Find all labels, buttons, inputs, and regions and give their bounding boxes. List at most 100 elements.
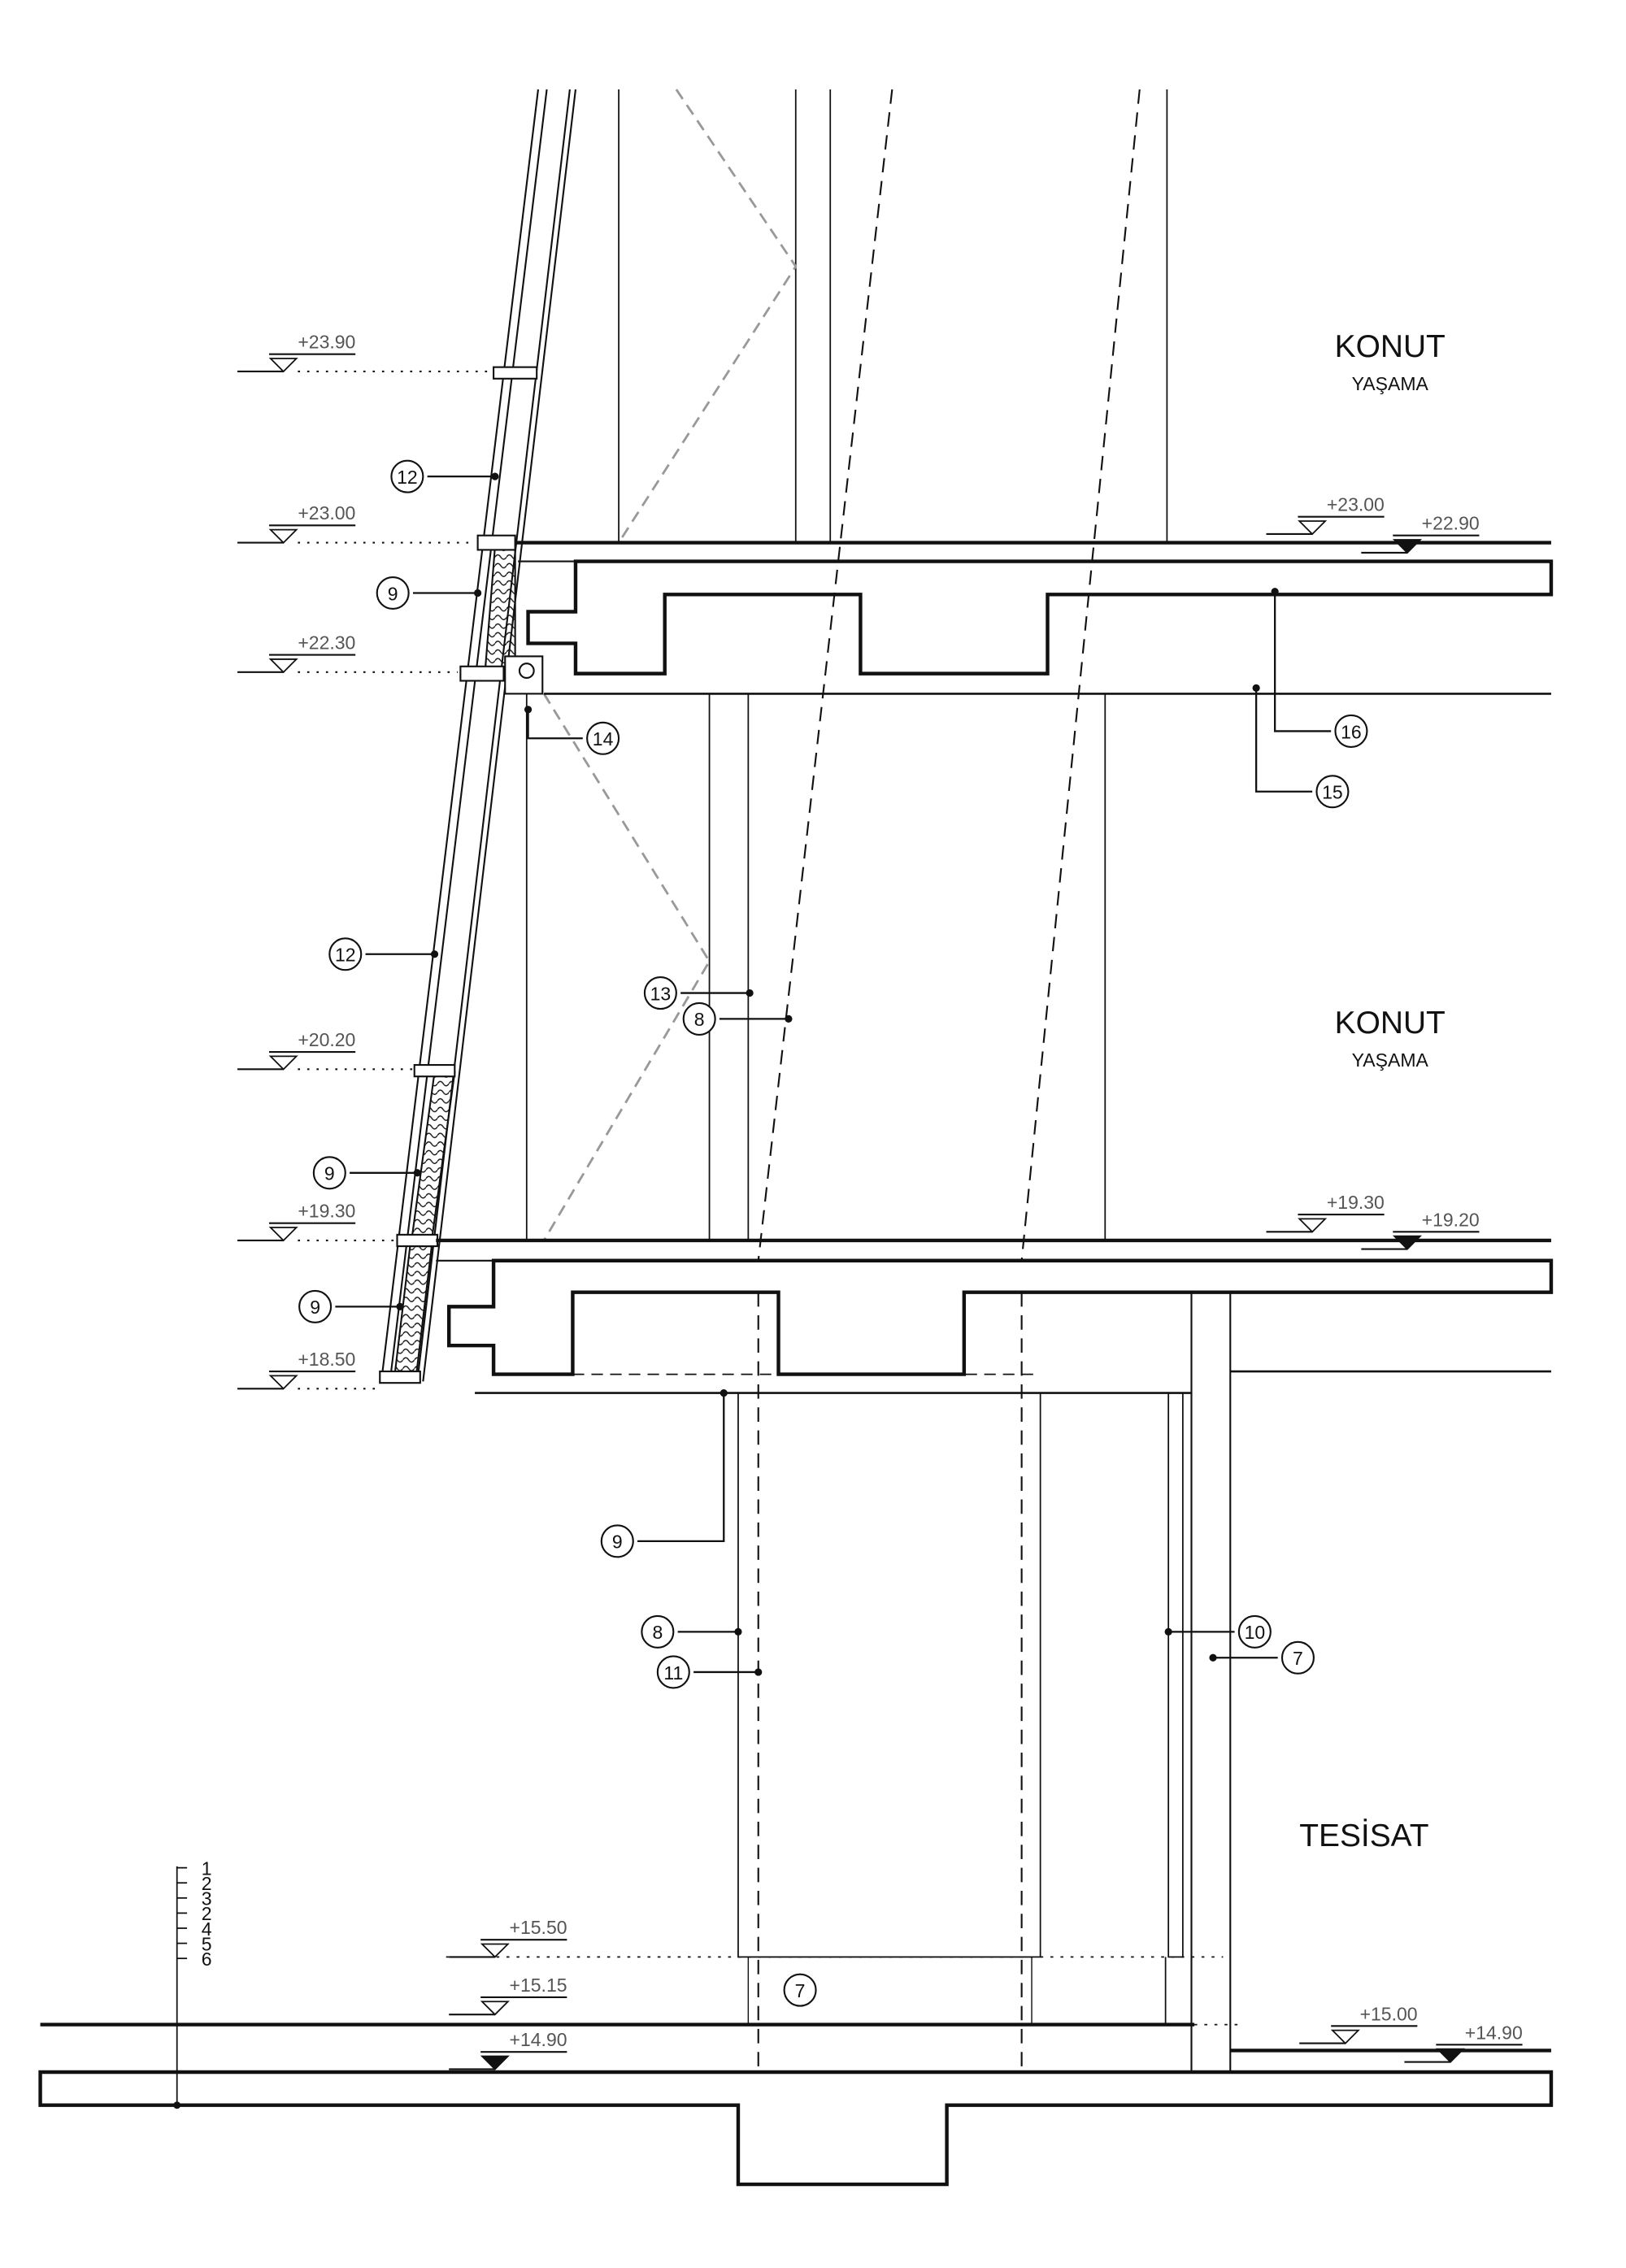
callout-number: 7	[1293, 1648, 1303, 1669]
structural-level-icon	[480, 1943, 510, 1958]
elevation-label: +15.50	[510, 1917, 567, 1938]
callout-11: 11	[656, 1655, 763, 1689]
structural-level-icon	[268, 1055, 298, 1071]
elevation-markers: +23.90 +23.00 +22.30 +20.20 +19.30 +18.50 +23.…	[237, 332, 1523, 2070]
elevation-marker: +23.00	[1266, 494, 1385, 536]
structural-level-icon	[268, 528, 298, 544]
elevation-marker: +19.30	[1266, 1192, 1385, 1233]
structure-lines	[525, 89, 1168, 1240]
elevation-marker: +14.90	[1404, 2022, 1523, 2063]
callout-number: 8	[652, 1622, 663, 1643]
elevation-label: +19.30	[1327, 1192, 1385, 1213]
elevation-label: +15.00	[1360, 2003, 1418, 2024]
elevation-marker: +19.20	[1361, 1209, 1480, 1250]
structural-level-icon	[268, 1227, 298, 1242]
structural-level-icon	[268, 658, 298, 674]
callout-number: 12	[335, 945, 356, 966]
callout-10: 10	[1164, 1614, 1272, 1649]
callout-number: 12	[397, 467, 418, 488]
callout-number: 11	[663, 1662, 683, 1684]
callout-9: 9	[312, 1156, 421, 1190]
room-subtitle: YAŞAMA	[1352, 373, 1429, 394]
elevation-label: +19.20	[1422, 1209, 1480, 1230]
layer-number: 2	[202, 1873, 212, 1894]
callout-number: 9	[388, 583, 398, 604]
callout-number: 14	[593, 728, 614, 749]
callout-7: 7	[783, 1973, 817, 2007]
hidden-lines	[757, 89, 1141, 2072]
layer-number: 6	[202, 1949, 212, 1970]
callout-15: 15	[1252, 684, 1350, 809]
elevation-marker: +20.20	[237, 1029, 415, 1071]
elevation-label: +20.20	[298, 1029, 355, 1050]
structural-level-icon	[480, 2001, 510, 2016]
finished-level-icon	[1392, 539, 1423, 554]
layer-number: 4	[202, 1918, 212, 1940]
callout-number: 7	[795, 1980, 806, 2001]
callout-16: 16	[1271, 588, 1368, 748]
room-title: TESİSAT	[1299, 1818, 1428, 1853]
callout-13: 13	[643, 976, 754, 1010]
room-title: KONUT	[1335, 329, 1446, 364]
elevation-marker: +22.30	[237, 632, 458, 674]
elevation-label: +22.90	[1422, 513, 1480, 534]
callout-number: 13	[650, 983, 672, 1004]
callout-14: 14	[524, 706, 620, 755]
elevation-label: +14.90	[1465, 2022, 1523, 2043]
elevation-marker: +23.00	[237, 502, 476, 544]
callout-9: 9	[298, 1289, 404, 1323]
elevation-label: +22.30	[298, 632, 355, 654]
callout-number: 8	[694, 1009, 705, 1030]
elevation-label: +23.00	[298, 502, 355, 524]
callout-number: 15	[1322, 782, 1343, 803]
layer-number: 1	[202, 1858, 212, 1879]
callout-9: 9	[376, 576, 482, 610]
finished-level-icon	[1436, 2048, 1466, 2063]
layer-number: 5	[202, 1933, 212, 1954]
elevation-label: +15.15	[510, 1975, 567, 1996]
structural-level-icon	[1298, 1218, 1328, 1233]
elevation-marker: +18.50	[237, 1349, 377, 1390]
structural-level-icon	[268, 1375, 298, 1390]
guide-dashed-lines	[542, 89, 798, 1241]
structural-level-icon	[1298, 520, 1328, 536]
elevation-label: +18.50	[298, 1349, 355, 1370]
structural-level-icon	[1330, 2029, 1360, 2044]
callout-8: 8	[641, 1614, 742, 1649]
elevation-label: +23.00	[1327, 494, 1385, 515]
callout-9: 9	[600, 1388, 728, 1558]
elevation-marker: +23.90	[237, 332, 489, 373]
elevation-marker: +15.00	[1299, 2003, 1418, 2044]
structural-level-icon	[268, 358, 298, 373]
elevation-marker: +15.15	[449, 1975, 567, 2016]
elevation-marker: +22.90	[1361, 513, 1480, 554]
finished-level-icon	[1392, 1235, 1423, 1250]
layer-number: 2	[202, 1903, 212, 1924]
callout-number: 9	[310, 1297, 320, 1318]
elevation-label: +23.90	[298, 332, 355, 353]
column	[737, 1292, 1232, 2072]
elevation-label: +14.90	[510, 2029, 567, 2050]
callout-number: 10	[1245, 1622, 1266, 1643]
inclined-facade	[379, 89, 577, 1384]
elevation-marker: +19.30	[237, 1201, 398, 1242]
upper-slab	[515, 541, 1554, 695]
callout-number: 9	[324, 1163, 335, 1184]
callout-7: 7	[1209, 1640, 1315, 1675]
elevation-marker: +14.90	[449, 2029, 567, 2070]
elevation-label: +19.30	[298, 1201, 355, 1222]
middle-slab	[436, 1238, 1554, 1394]
callout-12: 12	[390, 459, 499, 493]
callout-12: 12	[328, 937, 439, 971]
callout-number: 9	[612, 1532, 623, 1553]
room-subtitle: YAŞAMA	[1352, 1049, 1429, 1071]
callout-number: 16	[1341, 721, 1362, 742]
callout-8: 8	[682, 1001, 793, 1036]
room-title: KONUT	[1335, 1006, 1446, 1041]
elevation-marker: +15.50	[449, 1917, 567, 1958]
finished-level-icon	[480, 2055, 510, 2070]
layer-number: 3	[202, 1888, 212, 1910]
